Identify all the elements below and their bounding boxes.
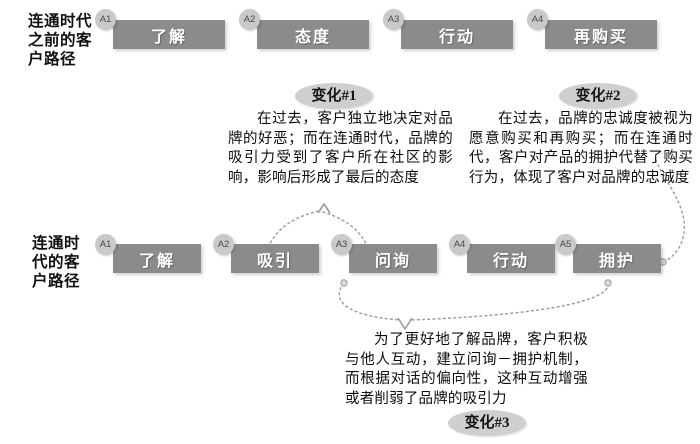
stage-label-row2-advocate: 拥护 — [598, 252, 635, 270]
connector-dot-inquiry-bottom — [340, 279, 348, 287]
stage-badge-row1-a2: A2 — [239, 9, 260, 30]
row1-label-line3: 户路径 — [28, 51, 77, 68]
stage-label-row2-ask: 问询 — [374, 252, 411, 270]
stage-badge-row2-a4: A4 — [449, 234, 470, 255]
change-description-3: 为了更好地了解品牌，客户积极与他人互动，建立问询－拥护机制，而根据对话的偏向性，… — [345, 332, 588, 407]
stage-box-row1-action[interactable]: 行动 — [401, 20, 513, 49]
row-label-pre-connectivity: 连通时代 之前的客 户路径 — [28, 12, 120, 69]
row1-label-line2: 之前的客 — [28, 32, 93, 49]
stage-label-row2-act: 行动 — [492, 252, 529, 270]
stage-badge-row1-a3: A3 — [383, 9, 404, 30]
change-pill-3: 变化#3 — [448, 410, 526, 436]
connector-dot-advocacy-bottom — [604, 279, 612, 287]
change-description-1: 在过去，客户独立地决定对品牌的好恶；而在连通时代，品牌的吸引力受到了客户所在社区… — [228, 111, 453, 186]
change-description-2: 在过去，品牌的忠诚度被视为愿意购买和再购买；而在连通时代，客户对产品的拥护代替了… — [469, 111, 693, 186]
change-pill-1: 变化#1 — [295, 83, 373, 109]
stage-box-row1-awareness[interactable]: 了解 — [113, 20, 225, 49]
stage-label-row1-awareness: 了解 — [150, 28, 187, 46]
stage-label-row1-attitude: 态度 — [294, 28, 331, 46]
stage-label-row1-action: 行动 — [438, 28, 475, 46]
stage-badge-row2-a3: A3 — [331, 234, 352, 255]
stage-box-row2-awareness[interactable]: 了解 — [113, 244, 201, 273]
stage-badge-row2-a5: A5 — [555, 234, 576, 255]
stage-badge-row1-a4: A4 — [527, 9, 548, 30]
stage-box-row2-act[interactable]: 行动 — [467, 244, 555, 273]
row2-label-line3: 户路径 — [32, 273, 81, 290]
row2-label-line2: 代的客 — [32, 254, 81, 271]
row2-label-line1: 连通时 — [32, 235, 81, 252]
row1-label-line1: 连通时代 — [28, 13, 93, 30]
stage-box-row2-advocate[interactable]: 拥护 — [573, 244, 661, 273]
stage-label-row2-awareness: 了解 — [138, 252, 175, 270]
stage-box-row1-attitude[interactable]: 态度 — [257, 20, 369, 49]
stage-box-row2-appeal[interactable]: 吸引 — [231, 244, 319, 273]
stage-badge-row2-a1: A1 — [95, 234, 116, 255]
connector-attract-to-inquiry-left — [267, 210, 319, 249]
arrowhead-down-change3 — [397, 317, 413, 330]
stage-badge-row2-a2: A2 — [213, 234, 234, 255]
row-label-connectivity: 连通时 代的客 户路径 — [32, 234, 124, 291]
arrowhead-up-change1 — [317, 203, 331, 214]
stage-box-row1-repurchase[interactable]: 再购买 — [545, 20, 657, 49]
stage-box-row2-ask[interactable]: 问询 — [349, 244, 437, 273]
stage-label-row2-appeal: 吸引 — [256, 252, 293, 270]
stage-label-row1-repurchase: 再购买 — [573, 28, 628, 46]
connector-advocacy-to-change3 — [409, 282, 609, 321]
stage-badge-row1-a1: A1 — [95, 9, 116, 30]
change-pill-2: 变化#2 — [559, 83, 637, 109]
connector-inquiry-to-change3 — [338, 282, 401, 321]
